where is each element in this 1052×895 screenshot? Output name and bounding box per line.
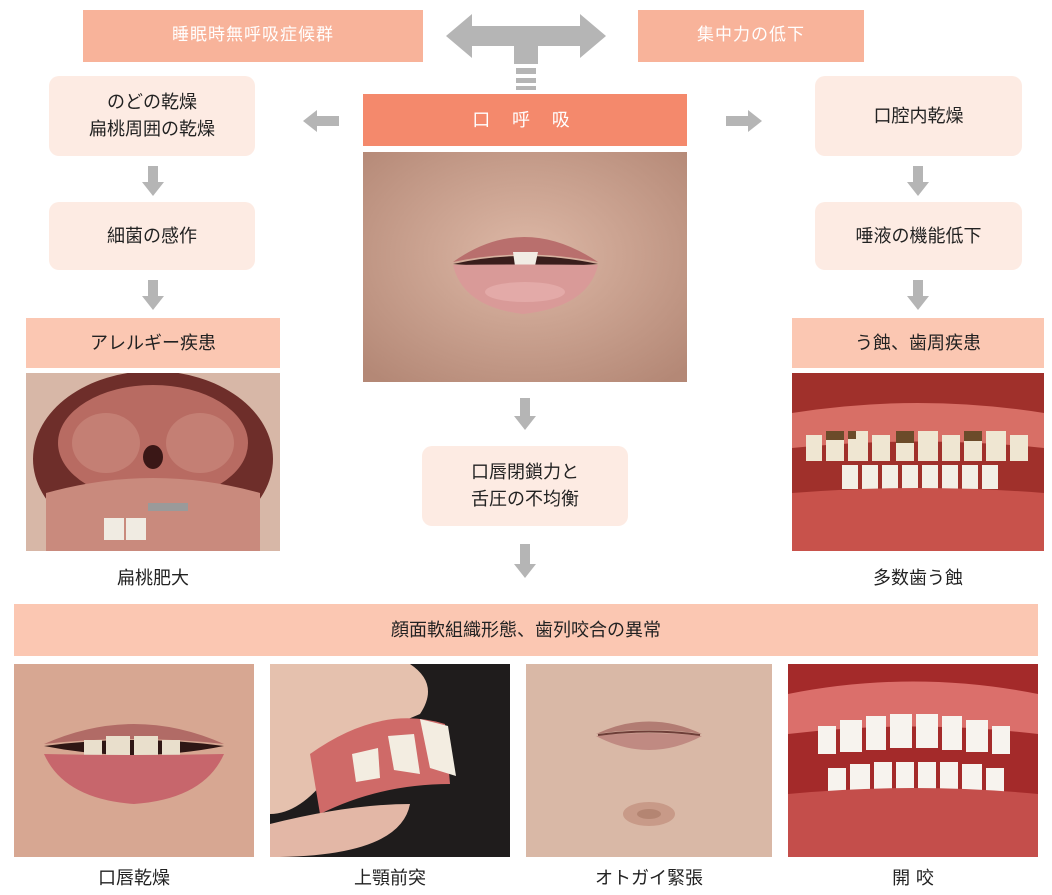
caption-mentalis-strain: オトガイ緊張 — [526, 864, 772, 890]
band-facial-dental-abnormality-text: 顔面軟組織形態、歯列咬合の異常 — [391, 617, 661, 644]
box-throat-dryness-line1: のどの乾燥 — [107, 89, 197, 116]
box-throat-dryness: のどの乾燥 扁桃周囲の乾燥 — [49, 76, 255, 156]
box-saliva-decline-text: 唾液の機能低下 — [856, 223, 982, 250]
caption-maxillary-protrusion: 上顎前突 — [270, 864, 510, 890]
box-lip-tongue-line1: 口唇閉鎖力と — [471, 459, 579, 486]
label-caries-periodontal-text: う蝕、歯周疾患 — [855, 330, 981, 357]
header-sleep-apnea-text: 睡眠時無呼吸症候群 — [172, 23, 334, 49]
box-lip-tongue-imbalance: 口唇閉鎖力と 舌圧の不均衡 — [422, 446, 628, 526]
header-mouth-breathing-text: 口 呼 吸 — [472, 107, 577, 134]
header-sleep-apnea: 睡眠時無呼吸症候群 — [83, 10, 423, 62]
photo-lip-dryness — [14, 664, 254, 857]
header-concentration-text: 集中力の低下 — [697, 23, 805, 49]
box-saliva-decline: 唾液の機能低下 — [815, 202, 1022, 270]
photo-tonsil-hypertrophy — [26, 373, 280, 551]
arrow-down-icon — [514, 398, 536, 430]
photo-mentalis-strain — [526, 664, 772, 857]
caption-caries: 多数歯う蝕 — [792, 564, 1044, 590]
box-throat-dryness-line2: 扁桃周囲の乾燥 — [89, 116, 215, 143]
caption-lip-dryness: 口唇乾燥 — [14, 864, 254, 890]
arrow-down-icon — [907, 280, 929, 310]
header-mouth-breathing: 口 呼 吸 — [363, 94, 687, 146]
label-allergy-text: アレルギー疾患 — [90, 330, 216, 357]
box-oral-dryness-text: 口腔内乾燥 — [874, 103, 964, 130]
box-bacterial-sensitization: 細菌の感作 — [49, 202, 255, 270]
band-facial-dental-abnormality: 顔面軟組織形態、歯列咬合の異常 — [14, 604, 1038, 656]
arrow-down-icon — [142, 166, 164, 196]
arrow-right-icon — [726, 110, 762, 132]
photo-maxillary-protrusion — [270, 664, 510, 857]
arrow-down-icon — [142, 280, 164, 310]
header-concentration: 集中力の低下 — [638, 10, 864, 62]
label-allergy: アレルギー疾患 — [26, 318, 280, 368]
box-bacterial-sensitization-text: 細菌の感作 — [107, 223, 197, 250]
arrow-down-icon — [514, 544, 536, 578]
caption-open-bite: 開 咬 — [788, 864, 1038, 890]
photo-open-bite — [788, 664, 1038, 857]
box-oral-dryness: 口腔内乾燥 — [815, 76, 1022, 156]
caption-tonsil: 扁桃肥大 — [26, 564, 280, 590]
arrow-left-icon — [303, 110, 339, 132]
arrow-down-icon — [907, 166, 929, 196]
photo-open-mouth — [363, 152, 687, 382]
box-lip-tongue-line2: 舌圧の不均衡 — [471, 486, 579, 513]
photo-multiple-caries — [792, 373, 1044, 551]
label-caries-periodontal: う蝕、歯周疾患 — [792, 318, 1044, 368]
double-arrow-icon — [446, 12, 606, 92]
